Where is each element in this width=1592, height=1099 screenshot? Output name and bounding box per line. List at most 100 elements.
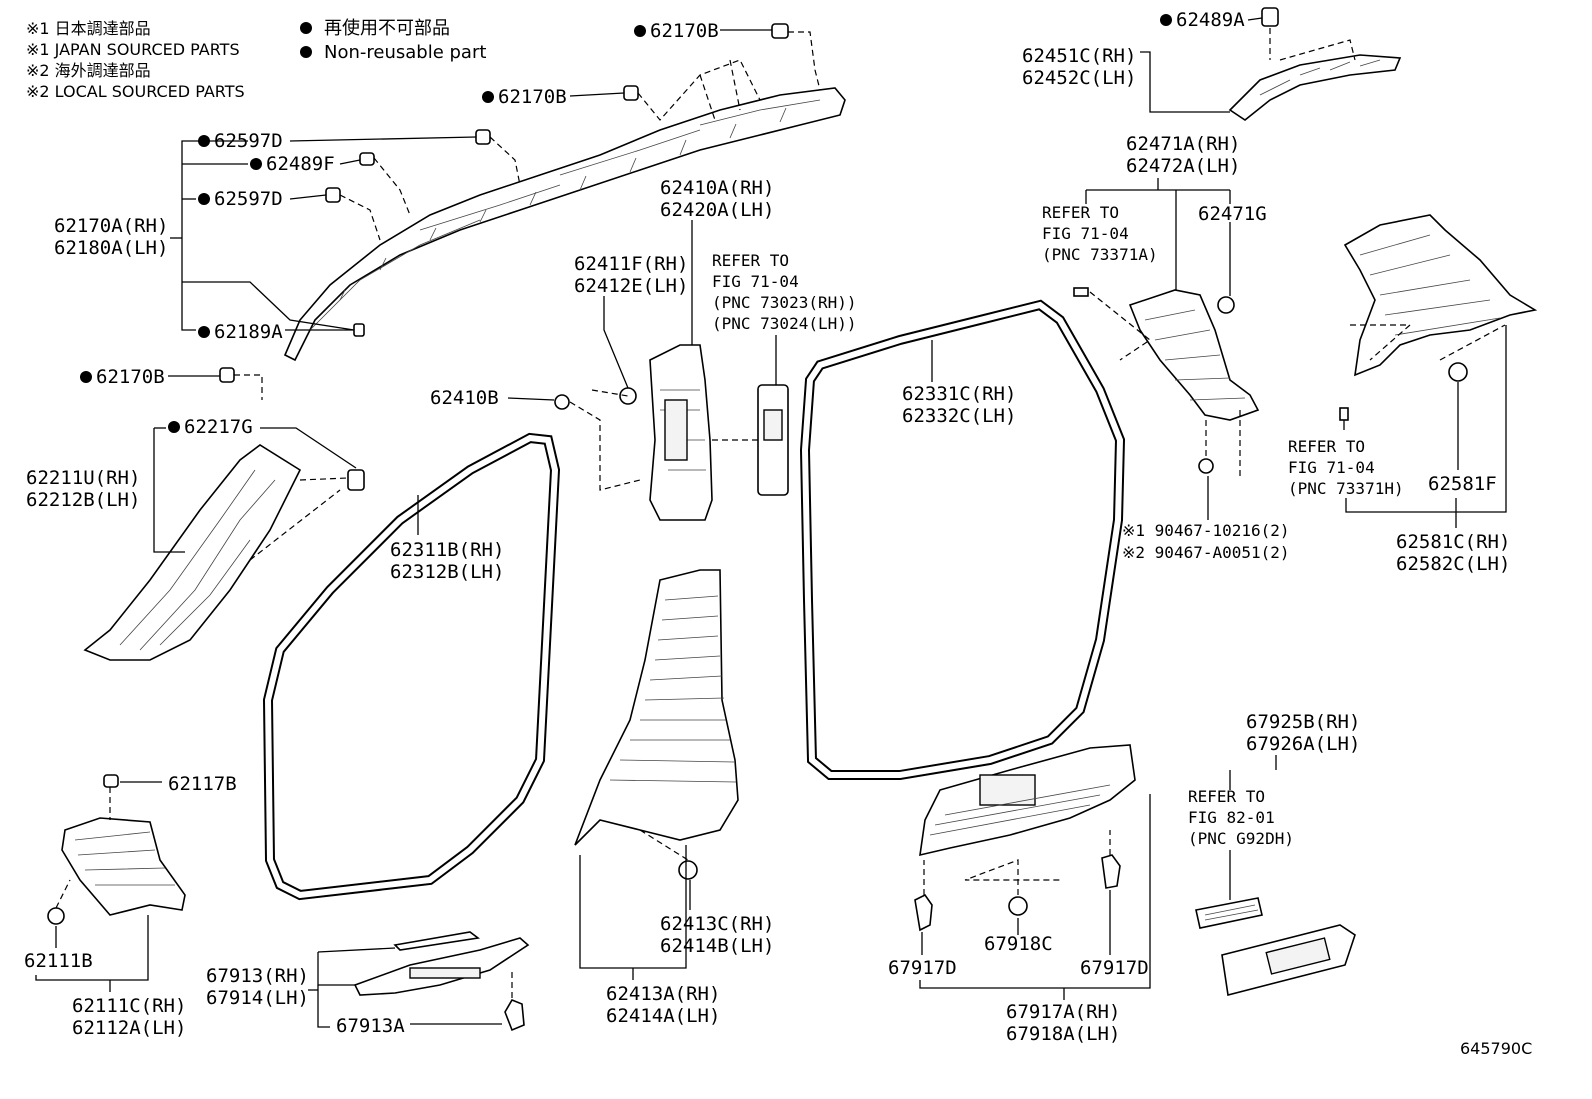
- front-pillar-garnish: [83, 444, 365, 661]
- screw-90467-icon: [1198, 458, 1214, 474]
- label-90467-local: ※2 90467-A0051(2): [1122, 543, 1290, 562]
- label-62170A: 62170A(RH): [54, 215, 168, 237]
- legend-japan-en: ※1 JAPAN SOURCED PARTS: [26, 40, 240, 59]
- label-62411F: 62411F(RH): [574, 253, 688, 275]
- refer-text: FIG 71-04: [1042, 224, 1129, 243]
- clip-62411F-icon: [619, 387, 637, 405]
- label-67913: 67913(RH): [206, 965, 309, 987]
- center-pillar-upper-garnish: [554, 344, 789, 521]
- roof-side-garnish: [219, 23, 846, 400]
- label-62451C: 62451C(RH): [1022, 45, 1136, 67]
- refer-text: (PNC G92DH): [1188, 829, 1294, 848]
- front-door-weatherstrip: [262, 432, 561, 901]
- label-62180A: 62180A(LH): [54, 237, 168, 259]
- clip-62111B-icon: [47, 907, 65, 925]
- label-62414B: 62414B(LH): [660, 935, 774, 957]
- clip-62217G-icon: [347, 469, 365, 491]
- rear-quarter-garnish: [1339, 214, 1538, 421]
- legend-nonreusable-jp: 再使用不可部品: [324, 18, 450, 39]
- non-reusable-dot-icon: [198, 326, 210, 338]
- clip-67918C-icon: [1008, 896, 1028, 916]
- legend-nonreusable-en: Non-reusable part: [324, 42, 486, 63]
- figure-id: 645790C: [1460, 1039, 1532, 1058]
- non-reusable-dot-icon: [300, 46, 312, 58]
- label-67917D: 67917D: [1080, 957, 1149, 979]
- clip-62489A-icon: [1261, 7, 1279, 27]
- label-62413C: 62413C(RH): [660, 913, 774, 935]
- label-62489F: 62489F: [266, 153, 335, 175]
- clip-62189A-icon: [353, 323, 365, 337]
- rear-roof-garnish: [1228, 7, 1402, 121]
- refer-text: (PNC 73371A): [1042, 245, 1158, 264]
- rear-scuff-plate: [914, 744, 1136, 932]
- non-reusable-dot-icon: [168, 421, 180, 433]
- label-62582C: 62582C(LH): [1396, 553, 1510, 575]
- clip-62489F-icon: [359, 152, 375, 166]
- label-62413A: 62413A(RH): [606, 983, 720, 1005]
- label-67913A: 67913A: [336, 1015, 405, 1037]
- clip-62597D-icon: [325, 187, 341, 203]
- label-62311B: 62311B(RH): [390, 539, 504, 561]
- clip-62170B-icon: [623, 85, 639, 101]
- non-reusable-dot-icon: [250, 158, 262, 170]
- legend-japan-jp: ※1 日本調達部品: [26, 19, 151, 38]
- clip-67917D-icon: [914, 893, 933, 932]
- label-62217G: 62217G: [184, 416, 253, 438]
- rear-door-weatherstrip: [799, 299, 1126, 780]
- refer-text: FIG 71-04: [1288, 458, 1375, 477]
- clip-62117B-icon: [103, 774, 119, 788]
- label-62581F: 62581F: [1428, 473, 1497, 495]
- label-67926A: 67926A(LH): [1246, 733, 1360, 755]
- label-67917D: 67917D: [888, 957, 957, 979]
- label-62331C: 62331C(RH): [902, 383, 1016, 405]
- legend: ※1 日本調達部品 ※1 JAPAN SOURCED PARTS ※2 海外調達…: [26, 18, 486, 101]
- legend-local-en: ※2 LOCAL SOURCED PARTS: [26, 82, 245, 101]
- clip-62413C-icon: [678, 860, 698, 880]
- refer-text: (PNC 73023(RH)): [712, 293, 857, 312]
- refer-text: (PNC 73371H): [1288, 479, 1404, 498]
- label-62170B: 62170B: [650, 20, 719, 42]
- non-reusable-dot-icon: [482, 91, 494, 103]
- label-62312B: 62312B(LH): [390, 561, 504, 583]
- non-reusable-dot-icon: [1160, 14, 1172, 26]
- clip-62581F-icon: [1448, 362, 1468, 382]
- clip-icon: [1073, 287, 1089, 297]
- label-62410B: 62410B: [430, 387, 499, 409]
- non-reusable-dot-icon: [300, 22, 312, 34]
- label-62170B: 62170B: [96, 366, 165, 388]
- non-reusable-dot-icon: [198, 193, 210, 205]
- label-62414A: 62414A(LH): [606, 1005, 720, 1027]
- label-67917A: 67917A(RH): [1006, 1001, 1120, 1023]
- quarter-vent-plate: [1195, 897, 1356, 996]
- cowl-side-trim: [47, 774, 186, 925]
- refer-text: REFER TO: [712, 251, 789, 270]
- label-62471A: 62471A(RH): [1126, 133, 1240, 155]
- label-62117B: 62117B: [168, 773, 237, 795]
- refer-text: FIG 71-04: [712, 272, 799, 291]
- label-62211U: 62211U(RH): [26, 467, 140, 489]
- clip-62471G-icon: [1217, 296, 1235, 314]
- label-62597D: 62597D: [214, 130, 283, 152]
- refer-text: (PNC 73024(LH)): [712, 314, 857, 333]
- label-67925B: 67925B(RH): [1246, 711, 1360, 733]
- label-62452C: 62452C(LH): [1022, 67, 1136, 89]
- refer-text: REFER TO: [1042, 203, 1119, 222]
- clip-62170B-icon: [771, 23, 789, 39]
- clip-62597D-icon: [475, 129, 491, 145]
- label-90467-japan: ※1 90467-10216(2): [1122, 521, 1290, 540]
- label-67918A: 67918A(LH): [1006, 1023, 1120, 1045]
- label-62332C: 62332C(LH): [902, 405, 1016, 427]
- refer-text: FIG 82-01: [1188, 808, 1275, 827]
- clip-67913A-icon: [504, 999, 525, 1032]
- label-62420A: 62420A(LH): [660, 199, 774, 221]
- label-62410A: 62410A(RH): [660, 177, 774, 199]
- c-pillar-garnish: [1073, 287, 1260, 480]
- non-reusable-dot-icon: [80, 371, 92, 383]
- label-62189A: 62189A: [214, 321, 283, 343]
- clip-icon: [1339, 407, 1349, 421]
- label-62111B: 62111B: [24, 950, 93, 972]
- label-62212B: 62212B(LH): [26, 489, 140, 511]
- label-62412E: 62412E(LH): [574, 275, 688, 297]
- label-62489A: 62489A: [1176, 9, 1245, 31]
